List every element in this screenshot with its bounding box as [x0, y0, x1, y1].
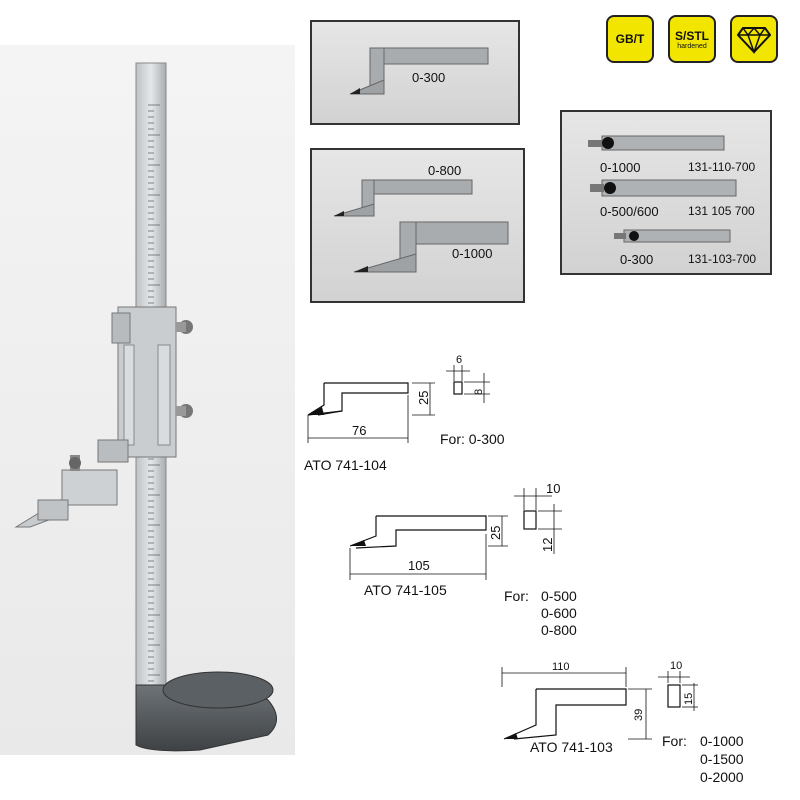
gbt-badge: GB/T — [606, 15, 654, 63]
d103-code: ATO 741-103 — [530, 739, 613, 755]
d105-thick: 12 — [540, 538, 555, 552]
scriber-800-1000-photo: 0-800 0-1000 — [310, 148, 525, 303]
holder-3-range: 0-300 — [620, 252, 654, 267]
d104-thick: 8 — [473, 389, 485, 395]
d103-length: 110 — [552, 661, 570, 673]
holder-1-code: 131-110-700 — [688, 160, 756, 174]
holder-3-code: 131-103-700 — [688, 252, 757, 266]
diamond-icon — [737, 26, 771, 54]
sstl-badge: S/STL hardened — [668, 15, 716, 63]
d103-range-2: 0-1500 — [700, 751, 744, 767]
drawing-741-104: 76 25 6 8 ATO 741-104 For: 0-300 — [300, 345, 530, 485]
d105-length: 105 — [408, 558, 430, 573]
scriber-300-label: 0-300 — [412, 70, 446, 85]
d103-thick: 15 — [683, 693, 695, 705]
d104-height: 25 — [416, 391, 431, 405]
holder-1-range: 0-1000 — [600, 160, 641, 175]
d105-width: 10 — [546, 481, 560, 496]
d103-width: 10 — [670, 660, 682, 672]
sstl-badge-label: S/STL — [674, 28, 709, 43]
d103-range-1: 0-1000 — [700, 733, 744, 749]
d104-length: 76 — [352, 423, 366, 438]
d105-range-2: 0-600 — [541, 605, 577, 621]
drawing-741-103: 110 39 10 15 ATO 741-103 For: 0-1000 0-1… — [490, 655, 790, 795]
d104-width: 6 — [456, 354, 462, 366]
scriber-300-photo: 0-300 — [310, 20, 520, 125]
diamond-badge — [730, 15, 778, 63]
drawing-741-105: 105 25 10 12 ATO 741-105 For: 0-500 0-60… — [340, 478, 600, 638]
d105-for-label: For: — [504, 588, 529, 604]
d104-range-1: 0-300 — [468, 431, 505, 447]
scriber-1000-label: 0-1000 — [452, 246, 493, 261]
scriber-holders-photo: 0-1000 131-110-700 0-500/600 131 105 700… — [560, 110, 772, 275]
sstl-badge-sublabel: hardened — [677, 42, 707, 50]
height-gauge-photo — [0, 45, 295, 755]
d103-for-label: For: — [662, 733, 687, 749]
holder-2-range: 0-500/600 — [600, 204, 659, 219]
d104-for: For: 0-300 — [440, 431, 505, 447]
d105-height: 25 — [488, 526, 503, 540]
holder-2-code: 131 105 700 — [688, 204, 755, 218]
d105-range-3: 0-800 — [541, 622, 577, 638]
d105-range-1: 0-500 — [541, 588, 577, 604]
d103-height: 39 — [633, 709, 645, 721]
d105-code: ATO 741-105 — [364, 582, 447, 598]
d104-for-label: For: — [440, 431, 465, 447]
gbt-badge-label: GB/T — [615, 32, 645, 46]
d104-code: ATO 741-104 — [304, 457, 387, 473]
scriber-800-label: 0-800 — [428, 163, 462, 178]
d103-range-3: 0-2000 — [700, 769, 744, 785]
